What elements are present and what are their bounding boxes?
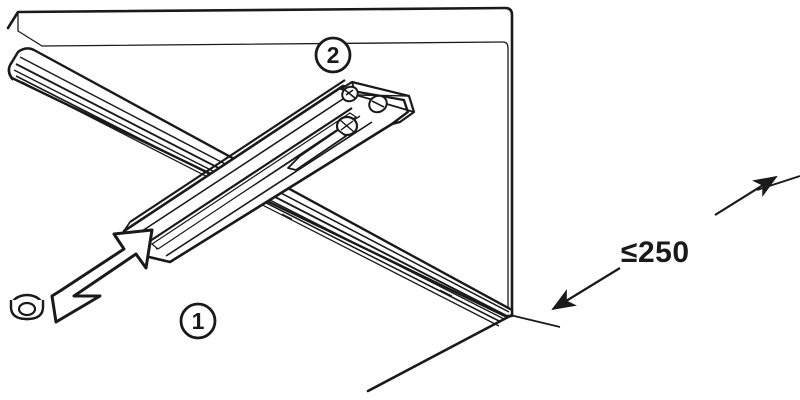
insertion-direction-arrow (50, 228, 154, 324)
dimension-annotation: ≤250 (509, 175, 800, 328)
cam-fitting-1-slot (344, 89, 356, 99)
dimension-line-lower (551, 267, 621, 311)
arrow-outline (50, 228, 154, 324)
connector-tail (287, 129, 347, 171)
panel-left-edge-detail (17, 11, 43, 47)
rail-cross-inner-wall-1 (138, 94, 350, 234)
cam-fitting-2-slot (371, 100, 385, 108)
dimension-witness-lower (509, 314, 561, 328)
callout-1-circle (179, 302, 217, 340)
rail-long-detail-tick-b (281, 213, 293, 220)
rail-long-detail-tick-c (439, 289, 453, 297)
rail-cross-floor (165, 121, 373, 257)
rail-long-end-cap (7, 61, 14, 81)
panel-bottom-edge (366, 313, 514, 393)
rail-cross-slot (150, 112, 358, 250)
cam-symbol-inner (17, 301, 37, 317)
end-bracket-with-cams (287, 80, 416, 171)
callout-2-number: 2 (327, 42, 340, 68)
dimension-witness-upper (756, 175, 800, 191)
dimension-line-upper (714, 175, 778, 216)
rail-cross-flange-top (129, 79, 346, 223)
dimension-value-label: ≤250 (621, 236, 690, 269)
callout-marker-1[interactable]: 1 (179, 302, 217, 340)
rail-cross-inner-wall-2 (146, 107, 353, 244)
callout-1-number: 1 (192, 308, 205, 334)
dowel-pin-cross (339, 119, 355, 133)
callout-marker-2[interactable]: 2 (314, 36, 352, 74)
panel-thickness-line (41, 41, 509, 314)
cam-dowel-symbol (9, 293, 45, 321)
callout-2-circle (314, 36, 352, 74)
